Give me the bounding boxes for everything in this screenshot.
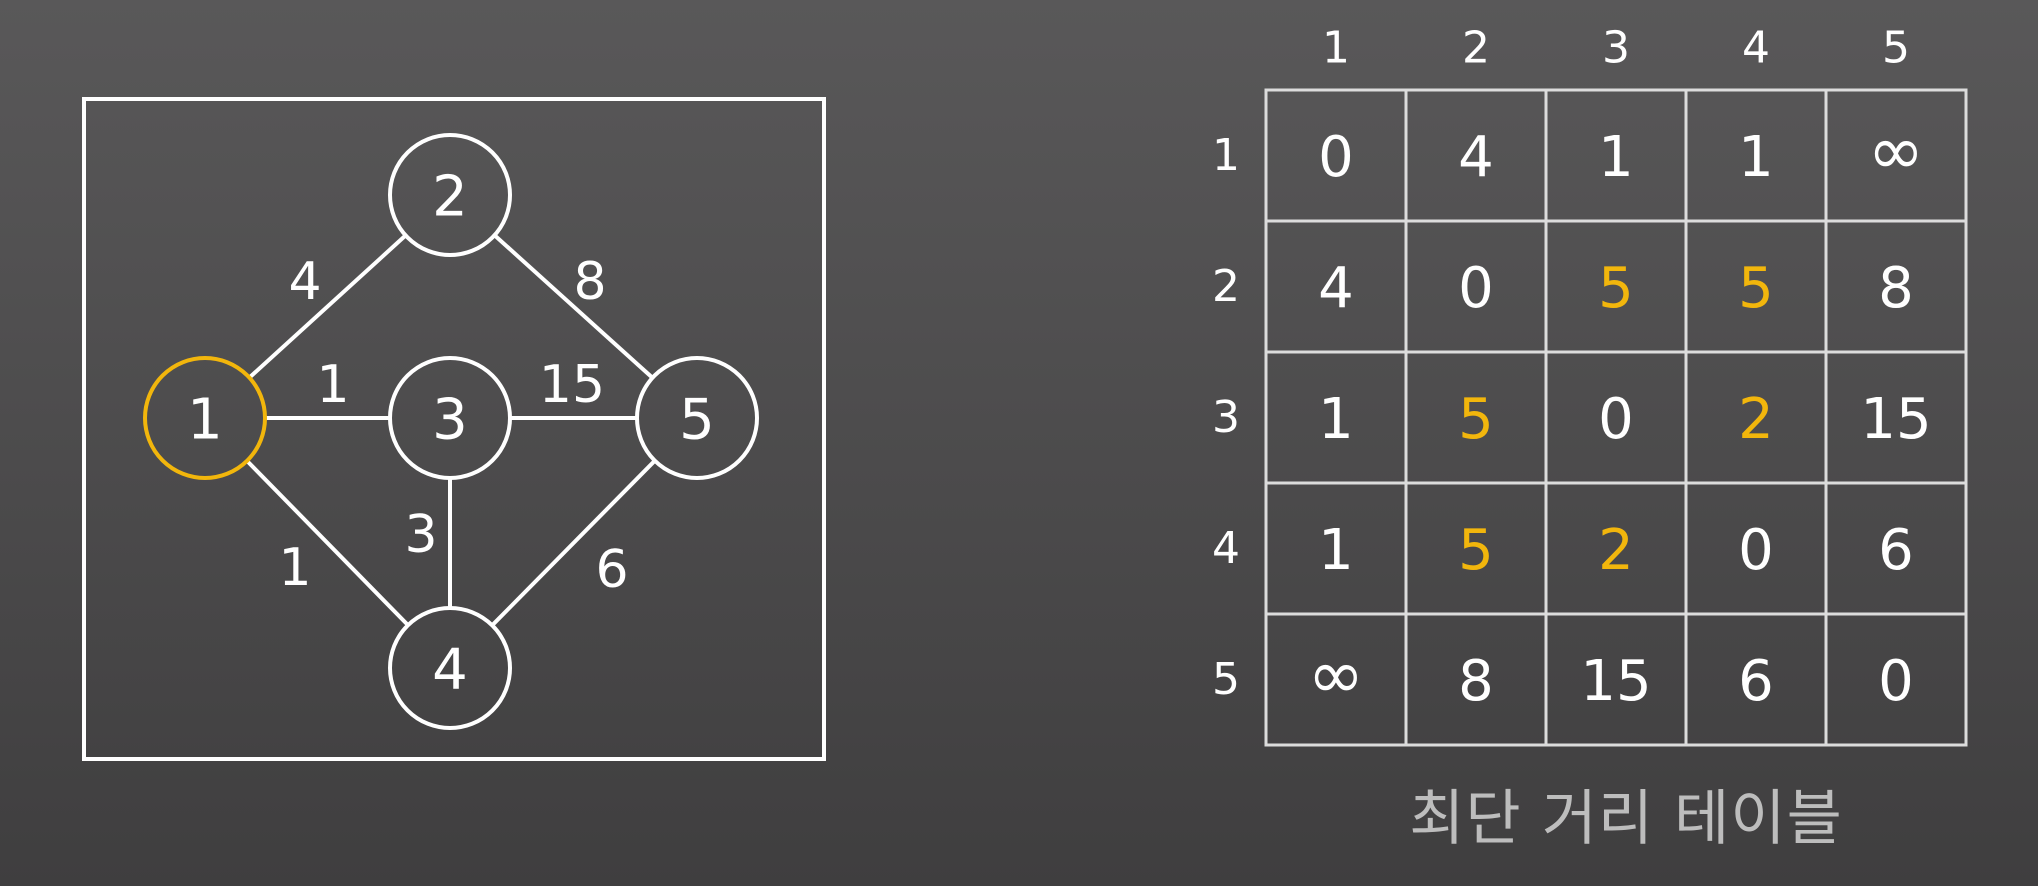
table-cell-2-4: 5 xyxy=(1738,256,1774,321)
node-1-label: 1 xyxy=(187,388,223,453)
column-header-5: 5 xyxy=(1882,23,1910,74)
row-header-3: 3 xyxy=(1212,392,1240,443)
node-5-label: 5 xyxy=(679,388,715,453)
column-header-3: 3 xyxy=(1602,23,1630,74)
table-cell-2-1: 4 xyxy=(1318,256,1354,321)
table-cell-2-2: 0 xyxy=(1458,256,1494,321)
table-cell-3-4: 2 xyxy=(1738,387,1774,452)
table-cell-5-5: 0 xyxy=(1878,649,1914,714)
node-2-label: 2 xyxy=(432,165,468,230)
table-cell-1-5: ∞ xyxy=(1868,112,1925,191)
graph-nodes: 1 2 3 4 5 xyxy=(143,133,759,730)
table-border xyxy=(1264,88,1968,747)
table-cell-3-3: 0 xyxy=(1598,387,1634,452)
node-5-circle xyxy=(635,356,759,480)
distance-table-headers: 1 2 3 4 5 1 2 3 4 5 xyxy=(1212,23,1910,706)
edge-1-4 xyxy=(245,459,410,627)
edge-2-5 xyxy=(493,233,654,380)
row-header-1: 1 xyxy=(1212,130,1240,181)
table-cell-1-4: 1 xyxy=(1738,125,1774,190)
table-cell-5-1: ∞ xyxy=(1308,636,1365,715)
table-cell-3-5: 15 xyxy=(1860,387,1931,452)
table-cell-2-5: 8 xyxy=(1878,256,1914,321)
edge-weight-1-2: 4 xyxy=(288,252,321,312)
edge-weight-4-5: 6 xyxy=(595,540,628,600)
row-header-2: 2 xyxy=(1212,261,1240,312)
node-4-label: 4 xyxy=(432,638,468,703)
graph-edge-weights: 4 8 1 15 1 3 6 xyxy=(278,252,628,600)
distance-table xyxy=(1264,88,1968,747)
edge-1-2 xyxy=(248,233,407,380)
table-cell-1-3: 1 xyxy=(1598,125,1634,190)
table-cell-5-2: 8 xyxy=(1458,649,1494,714)
node-3-label: 3 xyxy=(432,388,468,453)
table-cell-1-2: 4 xyxy=(1458,125,1494,190)
table-cell-5-3: 15 xyxy=(1580,649,1651,714)
column-header-1: 1 xyxy=(1322,23,1350,74)
edge-weight-3-5: 15 xyxy=(539,355,605,415)
table-cell-2-3: 5 xyxy=(1598,256,1634,321)
edge-weight-2-5: 8 xyxy=(573,252,606,312)
table-cell-4-3: 2 xyxy=(1598,518,1634,583)
table-cell-4-5: 6 xyxy=(1878,518,1914,583)
table-cell-1-1: 0 xyxy=(1318,125,1354,190)
table-cell-3-1: 1 xyxy=(1318,387,1354,452)
edge-weight-3-4: 3 xyxy=(404,505,437,565)
table-caption: 최단 거리 테이블 xyxy=(1409,784,1843,854)
table-cell-4-1: 1 xyxy=(1318,518,1354,583)
table-cell-5-4: 6 xyxy=(1738,649,1774,714)
node-4-circle xyxy=(388,606,512,730)
node-2-circle xyxy=(388,133,512,257)
edge-weight-1-3: 1 xyxy=(316,355,349,415)
row-header-4: 4 xyxy=(1212,523,1240,574)
edge-weight-1-4: 1 xyxy=(278,538,311,598)
table-cell-4-2: 5 xyxy=(1458,518,1494,583)
table-cell-4-4: 0 xyxy=(1738,518,1774,583)
column-header-4: 4 xyxy=(1742,23,1770,74)
row-header-5: 5 xyxy=(1212,654,1240,705)
node-1-circle xyxy=(143,356,267,480)
column-header-2: 2 xyxy=(1462,23,1490,74)
graph-edges xyxy=(245,233,657,627)
graph-frame xyxy=(82,97,826,761)
edge-4-5 xyxy=(490,459,657,627)
node-3-circle xyxy=(388,356,512,480)
table-cell-3-2: 5 xyxy=(1458,387,1494,452)
